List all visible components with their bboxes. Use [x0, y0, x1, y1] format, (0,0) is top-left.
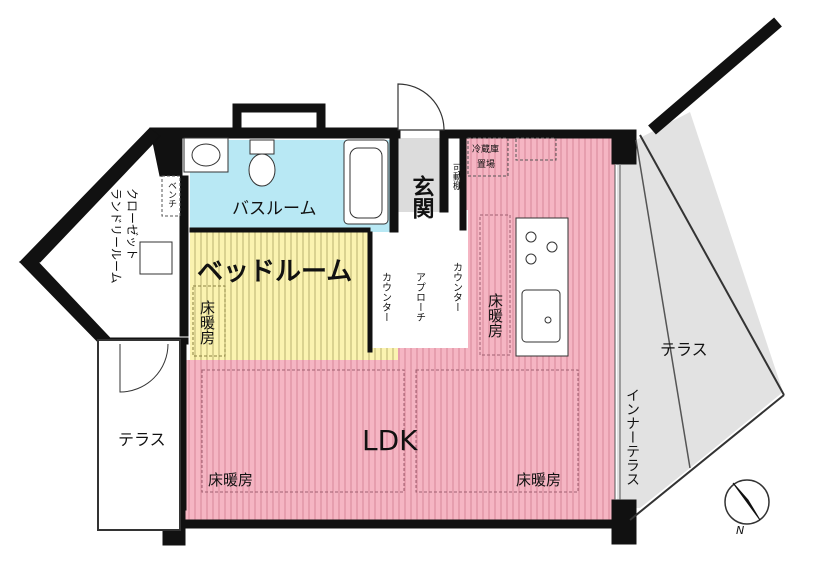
- label-bedroom: ベッドルーム: [197, 257, 352, 287]
- kitchen-counter: [515, 217, 569, 357]
- label-bench: ベンチ: [166, 181, 177, 208]
- ldk-floor: [183, 135, 615, 520]
- ldk-windows: [614, 165, 621, 500]
- label-terrace-right: テラス: [660, 340, 708, 359]
- terrace-diagonal-bottom: [629, 394, 785, 521]
- label-counter-right: カウンター: [451, 262, 463, 312]
- bedroom-floor: [190, 232, 398, 360]
- label-movable-shelf: 可動棚: [451, 163, 462, 191]
- fridge-space: [467, 137, 509, 177]
- label-closet-line-1: クローゼット: [125, 188, 139, 260]
- toilet: [248, 139, 276, 187]
- floor-heating-zone-kitchen: [479, 214, 511, 356]
- terrace-door-swing: [119, 343, 169, 393]
- label-entrance: 玄関: [409, 174, 435, 220]
- label-fridge-line-1: 冷蔵庫: [472, 143, 499, 155]
- closet-floor: [38, 136, 190, 338]
- wash-basin: [183, 137, 229, 173]
- bench-outline: [161, 175, 181, 217]
- label-terrace-left: テラス: [118, 430, 166, 449]
- compass-icon: N: [724, 479, 770, 537]
- floor-heating-zone-right: [415, 369, 579, 493]
- terrace-left-outline: [97, 339, 181, 531]
- terrace-outer-edge: [635, 139, 691, 469]
- entrance-door-swing: [397, 83, 445, 131]
- label-floor-heating-ldk-left: 床暖房: [208, 471, 253, 489]
- label-counter-left: カウンター: [380, 272, 392, 322]
- label-floor-heating-bedroom: 床暖房: [198, 300, 216, 345]
- laundry-box: [139, 241, 173, 275]
- label-bath: バスルーム: [232, 199, 317, 219]
- label-floor-heating-ldk-right: 床暖房: [516, 471, 561, 489]
- label-closet-laundry: クローゼット ランドリールーム: [109, 188, 139, 284]
- compass-label: N: [736, 524, 744, 537]
- inner-terrace-floor: [617, 140, 690, 508]
- label-floor-heating-kitchen: 床暖房: [486, 293, 504, 338]
- terrace-right-floor: [636, 112, 783, 468]
- terrace-diagonal-top: [648, 17, 782, 135]
- terrace-diagonal-right: [639, 134, 785, 396]
- label-fridge-line-2: 置場: [477, 158, 495, 170]
- label-ldk: LDK: [362, 424, 418, 457]
- entrance-floor: [398, 138, 444, 212]
- shelf-dashed: [515, 137, 557, 161]
- approach-area: [372, 232, 468, 348]
- label-approach: アプローチ: [414, 272, 425, 322]
- label-inner-terrace: インナーテラス: [624, 388, 640, 486]
- walls: [18, 103, 637, 546]
- floor-heating-zone-left: [201, 369, 405, 493]
- bathtub: [343, 139, 389, 225]
- floor-heating-zone-bedroom: [192, 285, 226, 357]
- label-closet-line-2: ランドリールーム: [109, 188, 123, 284]
